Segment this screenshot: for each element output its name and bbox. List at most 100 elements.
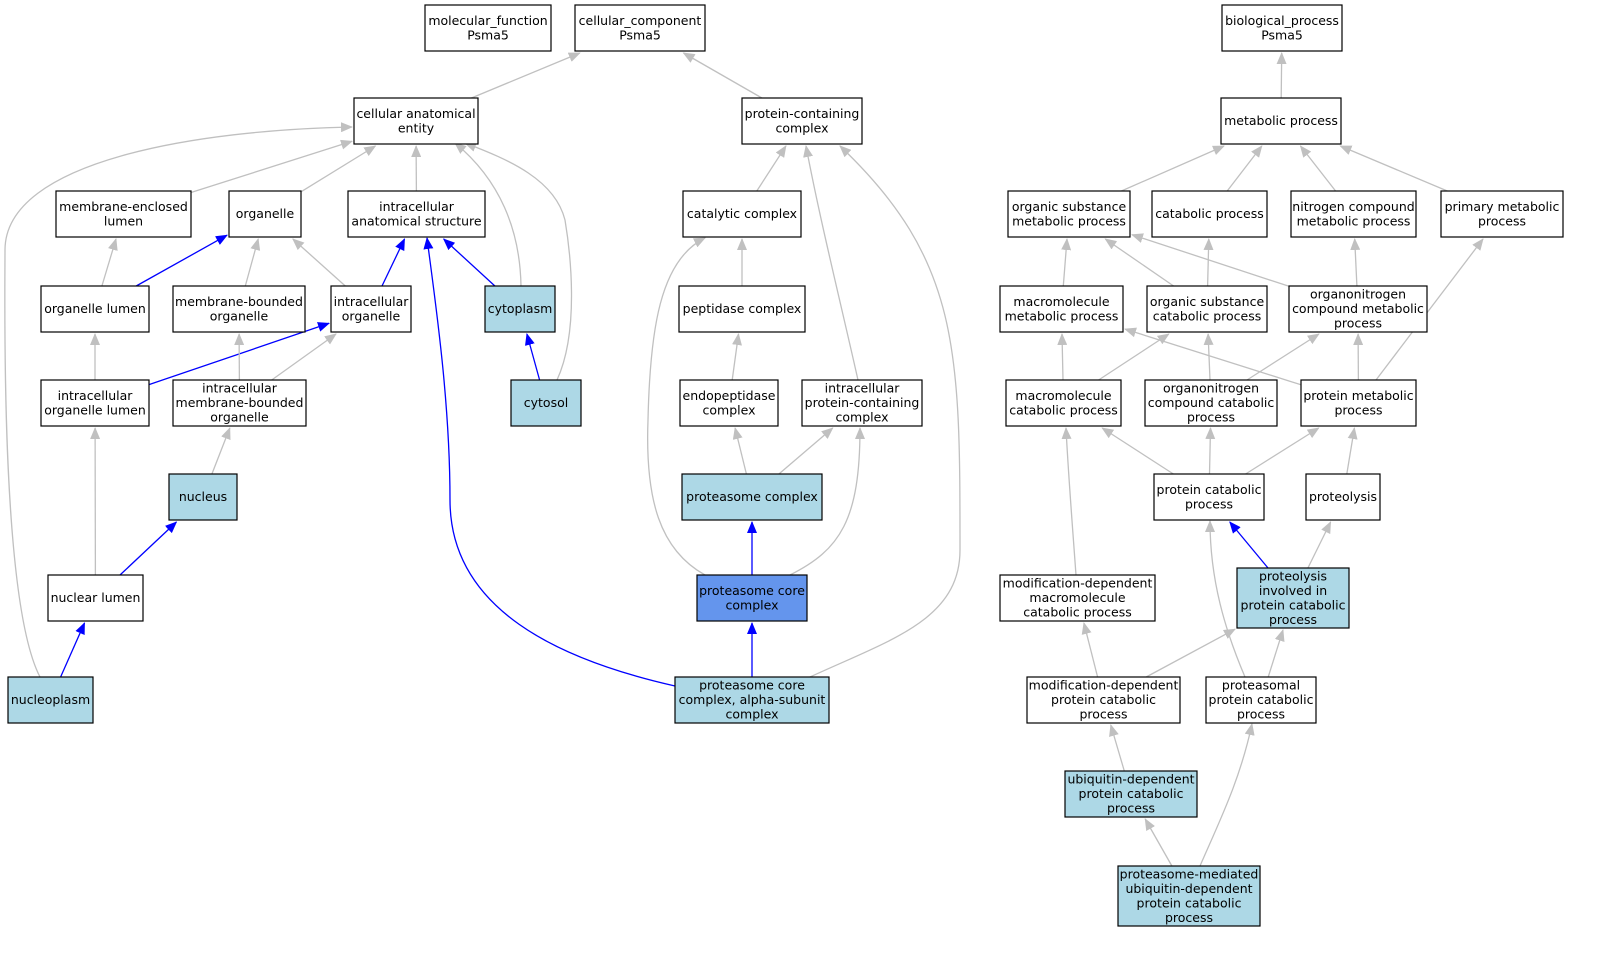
term-label-line: peptidase complex xyxy=(683,301,802,316)
term-label-line: intracellular xyxy=(334,294,410,309)
term-box xyxy=(1153,473,1265,521)
term-node-org[interactable]: organelle xyxy=(228,190,302,238)
term-label-line: organelle xyxy=(236,206,295,221)
term-label-line: complex xyxy=(726,707,779,722)
term-node-mdmcp[interactable]: modification-dependentmacromoleculecatab… xyxy=(999,574,1156,622)
term-node-cyto[interactable]: cytoplasm xyxy=(484,285,556,333)
edge-pcore-to-ipcc xyxy=(789,427,865,576)
edge-catc-to-pcc xyxy=(756,145,787,192)
term-label-line: protein metabolic xyxy=(1303,388,1413,403)
edge-cyto-to-cae xyxy=(454,142,522,287)
term-box xyxy=(228,190,302,238)
term-label-line: organic substance xyxy=(1150,294,1265,309)
edge-line xyxy=(1104,238,1174,287)
term-box xyxy=(1026,676,1181,724)
term-node-prot[interactable]: proteolysis xyxy=(1305,473,1381,521)
term-label-line: protein-containing xyxy=(745,106,860,121)
edge-line xyxy=(1299,145,1337,192)
edge-line xyxy=(525,333,541,381)
term-label-line: complex xyxy=(703,402,756,417)
edge-mcp-to-oscp xyxy=(1098,333,1170,381)
term-node-nucleus[interactable]: nucleus xyxy=(168,473,238,521)
term-node-np[interactable]: nucleoplasm xyxy=(7,676,94,724)
edge-io-to-org xyxy=(292,238,346,287)
term-box xyxy=(1221,4,1343,52)
term-box xyxy=(1117,865,1261,927)
term-label-line: involved in xyxy=(1259,583,1327,598)
term-box xyxy=(1236,567,1350,629)
term-label-line: process xyxy=(1187,410,1235,425)
term-box xyxy=(7,676,94,724)
term-label-line: organelle lumen xyxy=(44,301,146,316)
term-box xyxy=(424,4,552,52)
term-box xyxy=(1305,473,1381,521)
edge-io-to-ias xyxy=(381,238,406,287)
edge-mdpcp-to-mdmcp xyxy=(1081,622,1099,678)
term-box xyxy=(40,285,150,333)
term-label-line: primary metabolic xyxy=(1445,199,1560,214)
edge-ipcc-to-pcc xyxy=(803,145,859,381)
edge-line xyxy=(1375,238,1484,381)
term-box xyxy=(1440,190,1564,238)
edge-oncmp-to-ncmp xyxy=(1350,238,1361,287)
term-node-pepc[interactable]: peptidase complex xyxy=(678,285,806,333)
term-label-line: organic substance xyxy=(1012,199,1127,214)
edge-nucleus-to-imbo xyxy=(211,427,231,475)
edge-line xyxy=(190,139,353,194)
term-node-cytosol[interactable]: cytosol xyxy=(510,379,582,427)
term-label-line: organonitrogen xyxy=(1310,287,1406,302)
term-label-line: process xyxy=(1107,801,1155,816)
term-node-catp[interactable]: catabolic process xyxy=(1151,190,1268,238)
edge-endo-to-pepc xyxy=(731,333,742,381)
term-node-orgl[interactable]: organelle lumen xyxy=(40,285,150,333)
term-box xyxy=(47,574,144,622)
term-label-line: complex xyxy=(726,597,779,612)
edge-pmudpcp-to-udpcp xyxy=(1144,818,1173,867)
term-label-line: Psma5 xyxy=(467,27,509,42)
edge-pcp-to-mcp xyxy=(1101,427,1174,475)
term-node-pmudpcp[interactable]: proteasome-mediatedubiquitin-dependentpr… xyxy=(1117,865,1261,927)
term-box xyxy=(674,676,830,724)
edge-line xyxy=(1199,723,1255,867)
term-box xyxy=(1151,190,1268,238)
term-node-nl[interactable]: nuclear lumen xyxy=(47,574,144,622)
edge-pcp-to-protmp xyxy=(1245,427,1320,475)
term-node-protc[interactable]: proteasome complex xyxy=(681,473,823,521)
term-label-line: nuclear lumen xyxy=(51,590,141,605)
term-label-line: nucleoplasm xyxy=(11,692,90,707)
term-label-line: process xyxy=(1269,612,1317,627)
term-node-mp[interactable]: metabolic process xyxy=(1220,97,1342,145)
term-label-line: intracellular xyxy=(379,199,455,214)
term-node-catc[interactable]: catalytic complex xyxy=(682,190,802,238)
